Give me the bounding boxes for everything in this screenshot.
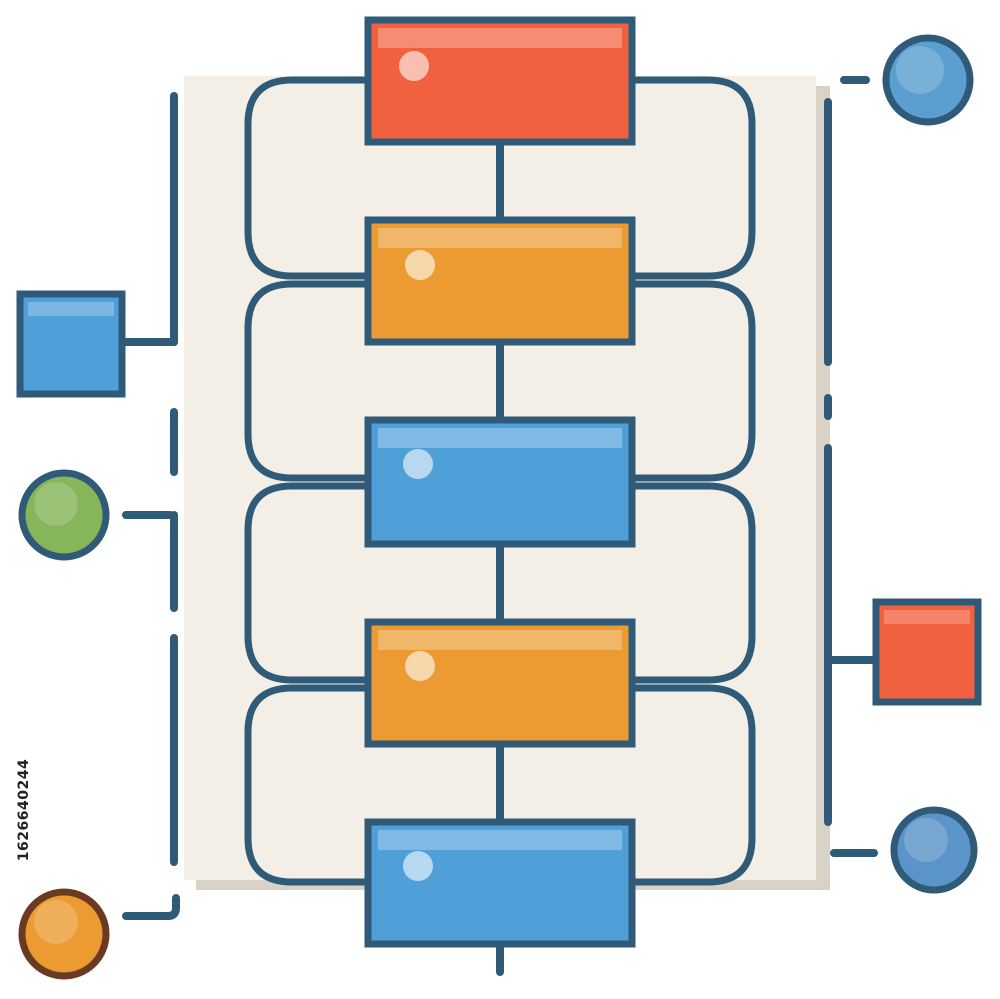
right-red-square[interactable] bbox=[872, 598, 982, 706]
box-orange-1[interactable] bbox=[364, 216, 636, 346]
stock-image-id: 1626640244 bbox=[14, 750, 34, 870]
right-blue-circle-top[interactable] bbox=[882, 34, 974, 126]
right-rail bbox=[824, 76, 878, 857]
box-blue-1[interactable] bbox=[364, 416, 636, 548]
left-green-circle[interactable] bbox=[18, 469, 110, 561]
box-highlight-dot bbox=[403, 851, 433, 881]
right-blue-circle-bottom[interactable] bbox=[890, 806, 978, 894]
box-orange-2[interactable] bbox=[364, 618, 636, 748]
box-blue-2[interactable] bbox=[364, 818, 636, 948]
left-rail bbox=[120, 92, 180, 920]
left-orange-circle[interactable] bbox=[18, 888, 110, 980]
stock-image-id-text: 1626640244 bbox=[16, 758, 32, 862]
box-highlight-dot bbox=[399, 51, 429, 81]
box-red-top[interactable] bbox=[364, 16, 636, 146]
box-highlight-dot bbox=[405, 651, 435, 681]
left-blue-square[interactable] bbox=[16, 290, 126, 398]
box-highlight-dot bbox=[405, 250, 435, 280]
box-highlight-dot bbox=[403, 449, 433, 479]
loop-connectors bbox=[244, 76, 756, 886]
